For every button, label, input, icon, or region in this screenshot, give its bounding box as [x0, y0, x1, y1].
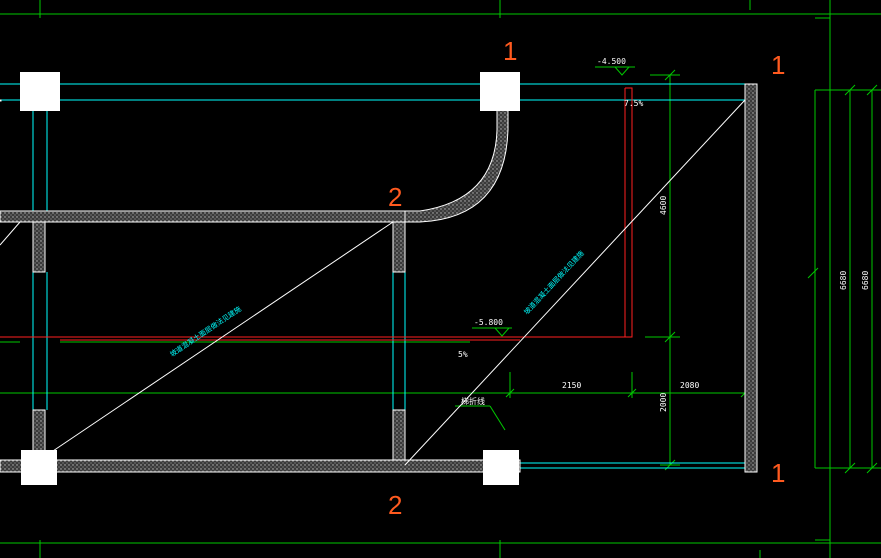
column-bottom-left — [21, 450, 57, 485]
section-mark-top: 1 — [503, 36, 517, 66]
column-top-left — [20, 72, 60, 111]
red-lines — [0, 87, 633, 341]
dim-4600: 4600 — [659, 196, 668, 215]
dim-6680-b: 6680 — [861, 271, 870, 290]
ramp-note-right: 坡道混凝土面层做法见建施 — [522, 249, 586, 317]
concrete-walls — [0, 83, 758, 473]
dim-2080: 2080 — [680, 381, 699, 390]
dim-2000: 2000 — [659, 393, 668, 412]
dim-6680-a: 6680 — [839, 271, 848, 290]
section-mark-right-bottom: 1 — [771, 458, 785, 488]
slope-mid: 5% — [458, 350, 468, 359]
elevation-top: -4.500 — [597, 57, 626, 66]
slope-top: 7.5% — [624, 99, 643, 108]
columns — [20, 72, 520, 485]
ramp-note-left: 坡道混凝土面层做法见建施 — [168, 304, 243, 358]
section-mark-right-top: 1 — [771, 50, 785, 80]
section-mark-bottom-two: 2 — [388, 490, 402, 520]
column-bottom-middle — [483, 450, 519, 485]
elevation-mid: -5.800 — [474, 318, 503, 327]
column-top-middle — [480, 72, 520, 111]
folding-line-label: 梯折线 — [461, 396, 485, 406]
cyan-lines — [0, 83, 752, 469]
section-mark-mid-two: 2 — [388, 182, 402, 212]
ramp-lines — [0, 99, 746, 466]
dim-2150: 2150 — [562, 381, 581, 390]
